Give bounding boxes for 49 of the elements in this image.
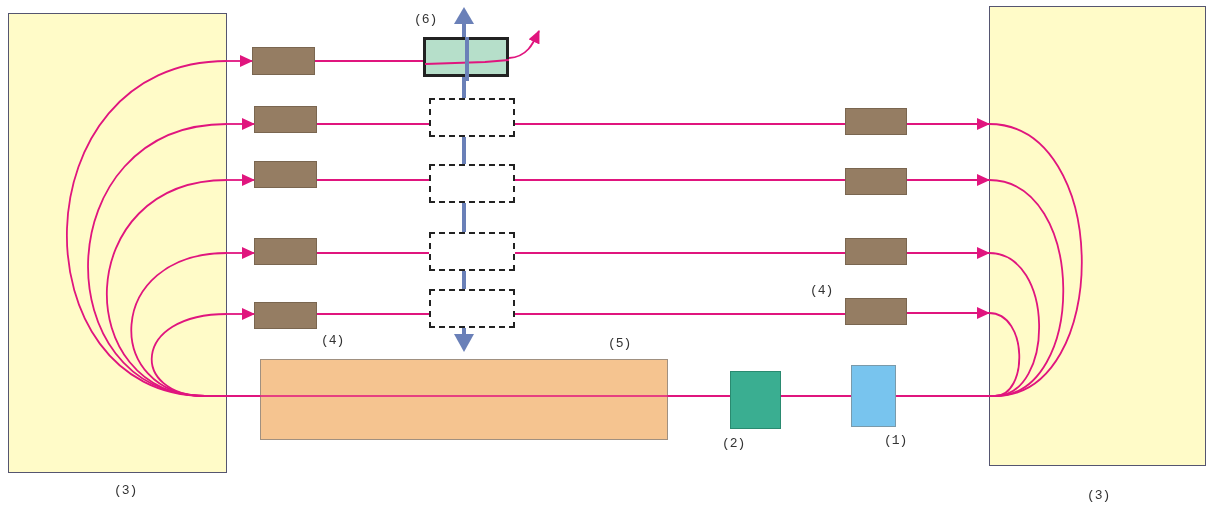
beam-line	[514, 179, 846, 181]
beam-line	[906, 307, 990, 319]
callout-number: (3)	[1087, 488, 1111, 503]
beam-line	[226, 118, 255, 130]
beam-line	[895, 395, 990, 397]
dashed-box	[429, 232, 515, 271]
beam-line	[226, 247, 255, 259]
beam-line	[514, 123, 846, 125]
beam-line	[906, 247, 990, 259]
large-block	[989, 6, 1206, 466]
small-block	[254, 302, 317, 329]
beam-line	[226, 174, 255, 186]
beam-line	[906, 118, 990, 130]
beam-line	[226, 55, 253, 67]
wide-block	[260, 359, 668, 440]
beam-line	[780, 395, 852, 397]
callout-number: (6)	[414, 12, 438, 27]
beam-line	[314, 60, 424, 62]
small-block	[845, 108, 907, 135]
small-block	[252, 47, 315, 75]
beam-line	[316, 313, 430, 315]
dashed-box	[429, 98, 515, 137]
dashed-box	[429, 289, 515, 328]
beam-line	[514, 313, 846, 315]
small-block	[254, 238, 317, 265]
callout-number: (4)	[321, 333, 345, 348]
beam-line	[508, 30, 540, 59]
small-block	[845, 238, 907, 265]
dashed-box	[429, 164, 515, 203]
beam-line	[316, 179, 430, 181]
large-block	[8, 13, 227, 473]
callout-number: (5)	[608, 336, 632, 351]
small-block	[845, 298, 907, 325]
callout-number: (2)	[722, 436, 746, 451]
square-block	[730, 371, 781, 429]
callout-number: (3)	[114, 483, 138, 498]
beam-line	[226, 308, 255, 320]
small-block	[254, 106, 317, 133]
beam-line	[906, 174, 990, 186]
beam-line	[316, 252, 430, 254]
callout-number: (1)	[884, 433, 908, 448]
beam-line	[226, 395, 261, 397]
beam-line	[316, 123, 430, 125]
small-block	[254, 161, 317, 188]
beam-line	[667, 395, 731, 397]
small-block	[845, 168, 907, 195]
beam-line	[514, 252, 846, 254]
callout-number: (4)	[810, 283, 834, 298]
narrow-block	[851, 365, 896, 427]
